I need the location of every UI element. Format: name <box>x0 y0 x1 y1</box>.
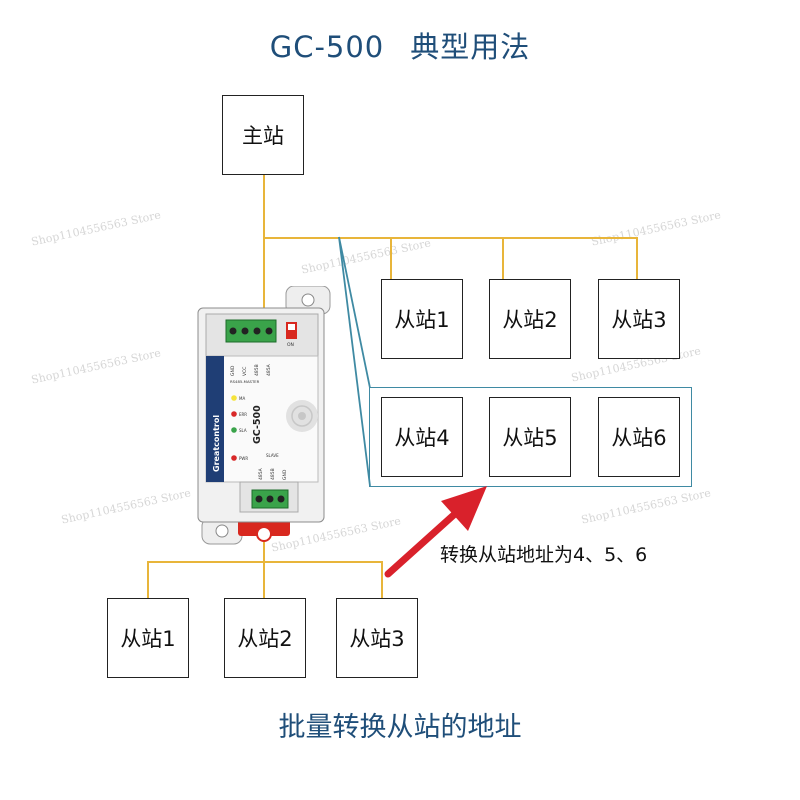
pin-label: 485B <box>254 364 260 376</box>
top-slave-box-3: 从站3 <box>598 279 680 359</box>
converted-slave-box-5: 从站5 <box>489 397 571 477</box>
slave-label: 从站1 <box>394 308 450 332</box>
wire-device-to-bottom-bus <box>263 535 265 600</box>
pin-label: 485B <box>270 468 276 480</box>
pin-label: GND <box>282 469 288 480</box>
wire-drop-bottom-slave3 <box>381 561 383 599</box>
bottom-slave-box-2: 从站2 <box>224 598 306 678</box>
bottom-slave-box-3: 从站3 <box>336 598 418 678</box>
wire-master-to-device <box>263 174 265 318</box>
slave-label: 从站2 <box>502 308 558 332</box>
master-station-box: 主站 <box>222 95 304 175</box>
wire-bottom-bus <box>147 561 383 563</box>
arrow-shaft <box>384 508 461 578</box>
pin-label: 485A <box>266 363 272 376</box>
dip-switch <box>286 322 297 339</box>
funnel-line-left <box>338 236 371 389</box>
top-terminal-block <box>225 319 277 343</box>
led-label: PWR <box>239 456 248 461</box>
caption: 批量转换从站的地址 <box>278 712 522 743</box>
led-label: SLA <box>239 428 247 433</box>
page-title: GC-500 典型用法 <box>0 24 800 66</box>
group-label: RS485-MASTER <box>230 379 260 384</box>
slave-label: 从站3 <box>611 308 667 332</box>
top-slave-box-2: 从站2 <box>489 279 571 359</box>
conversion-annotation: 转换从站地址为4、5、6 <box>440 544 648 566</box>
bottom-slave-box-1: 从站1 <box>107 598 189 678</box>
led-label: MA <box>239 396 245 401</box>
group-label: SLAVE <box>266 453 279 458</box>
title-model: GC-500 <box>269 30 385 64</box>
wire-drop-bottom-slave1 <box>147 561 149 599</box>
wire-drop-slave3 <box>636 237 638 280</box>
converted-slave-box-4: 从站4 <box>381 397 463 477</box>
switch-label: ON <box>287 342 294 348</box>
wire-drop-slave2 <box>502 237 504 280</box>
slave-label: 从站3 <box>349 627 405 651</box>
slave-label: 从站1 <box>120 627 176 651</box>
title-subtitle: 典型用法 <box>410 30 531 64</box>
master-label: 主站 <box>242 124 284 148</box>
slave-label: 从站5 <box>502 426 558 450</box>
wire-top-bus <box>263 237 638 239</box>
pin-label: GND <box>230 365 236 376</box>
gc500-device-illustration: ON Greatcontrol GND VCC 485B 485A RS485-… <box>197 286 331 545</box>
brand-text: Greatcontrol <box>212 415 221 472</box>
top-slave-box-1: 从站1 <box>381 279 463 359</box>
funnel-line-bottom <box>338 236 371 487</box>
slave-label: 从站4 <box>394 426 450 450</box>
arrow-head <box>441 486 487 531</box>
led-label: ERR <box>239 412 247 417</box>
converted-slaves-group <box>369 387 692 487</box>
slave-label: 从站6 <box>611 426 667 450</box>
pin-label: VCC <box>242 367 248 376</box>
converted-slave-box-6: 从站6 <box>598 397 680 477</box>
wire-drop-slave1 <box>390 237 392 280</box>
device-model-label: GC-500 <box>252 405 263 444</box>
pin-label: 485A <box>258 467 264 480</box>
slave-label: 从站2 <box>237 627 293 651</box>
brand-stripe <box>206 356 224 482</box>
